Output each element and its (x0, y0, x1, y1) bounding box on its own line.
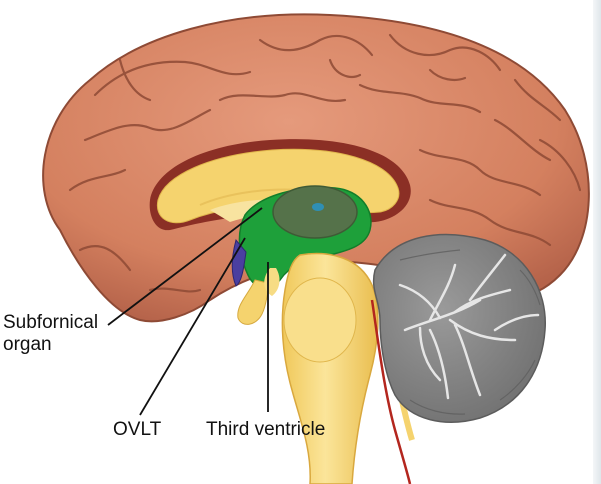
ovlt-label: OVLT (113, 419, 162, 440)
subfornical-organ-label: Subfornical (3, 312, 99, 333)
thalamus (272, 185, 358, 239)
third-ventricle-label: Third ventricle (206, 419, 326, 440)
ovlt-leader (139, 237, 246, 416)
right-edge-strip (593, 0, 601, 484)
cerebellum (372, 233, 546, 423)
leader-lines (107, 207, 269, 416)
gyri-sulci (68, 33, 582, 293)
subfornical-leader (107, 207, 263, 326)
subfornical-organ-label-line2: organ (3, 334, 52, 355)
ovlt-organ (231, 238, 247, 287)
